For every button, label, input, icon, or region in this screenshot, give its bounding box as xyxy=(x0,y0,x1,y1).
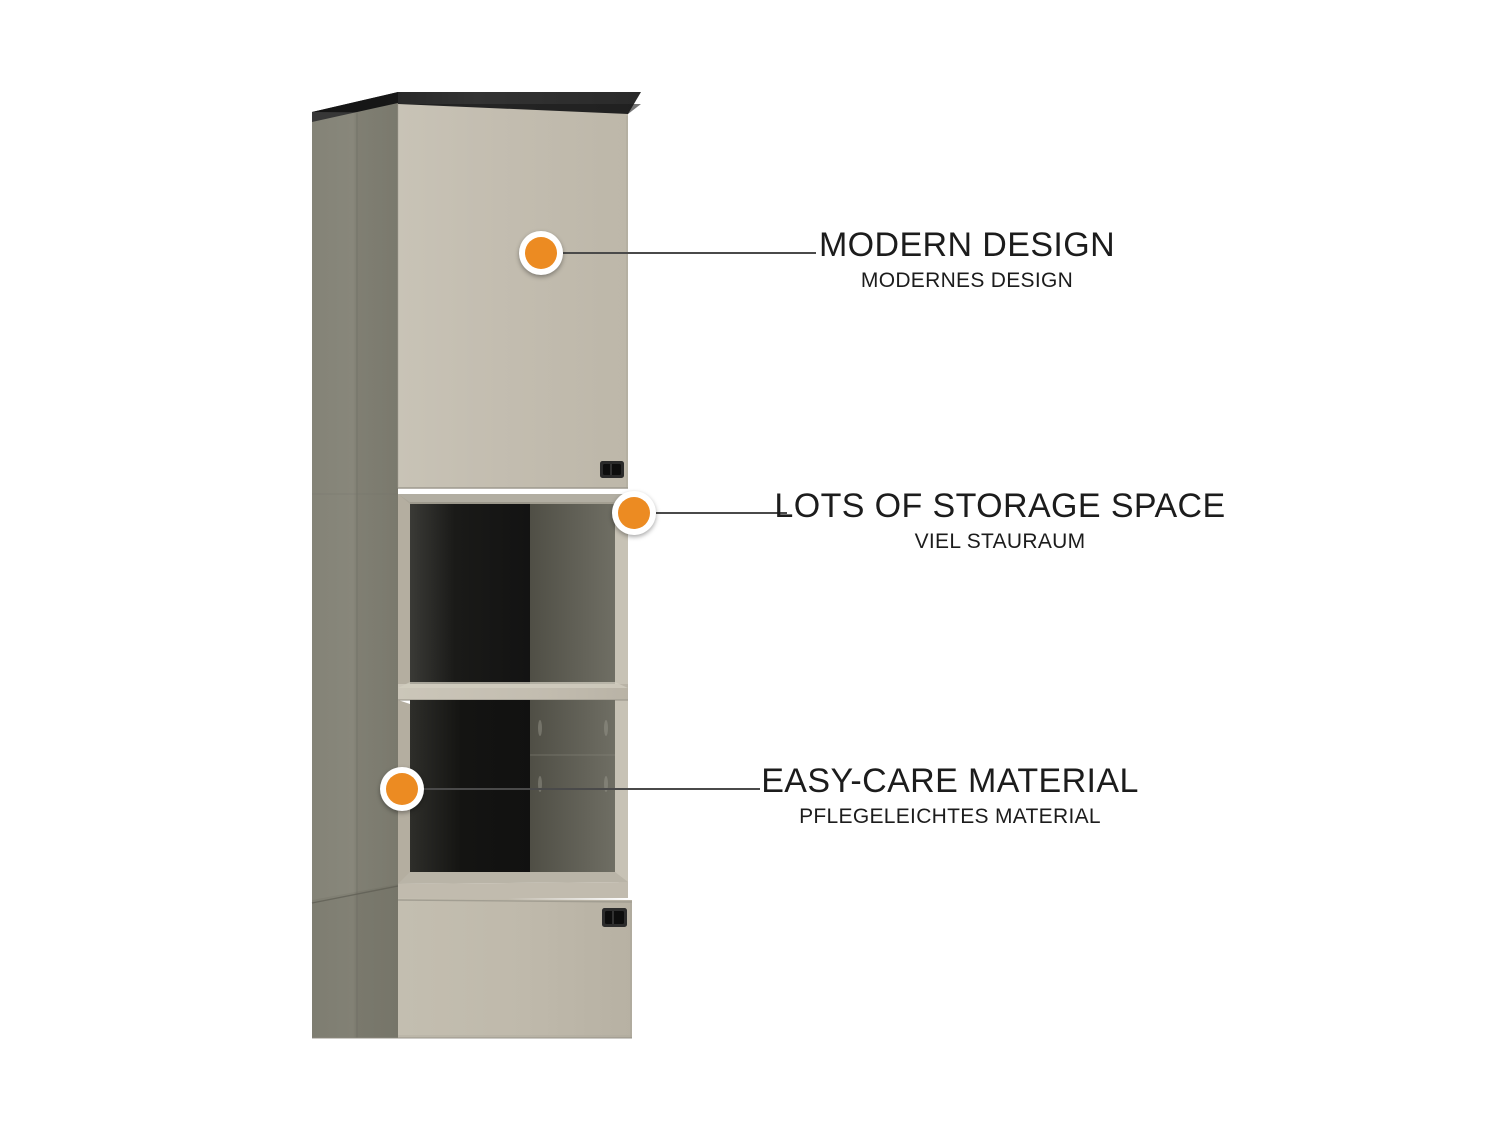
lower-door xyxy=(398,898,632,1038)
callout-title: EASY-CARE MATERIAL xyxy=(761,762,1139,800)
callout-text-easy-care-material: EASY-CARE MATERIAL PFLEGELEICHTES MATERI… xyxy=(761,761,1139,830)
upper-door xyxy=(398,104,628,488)
marker-easy-care-material[interactable] xyxy=(380,767,424,811)
compartment-left-edge-upper xyxy=(398,494,410,690)
callout-line-easy-care-material xyxy=(424,788,760,790)
callout-title: MODERN DESIGN xyxy=(818,226,1116,264)
callout-line-lots-of-storage-space xyxy=(656,512,787,514)
marker-modern-design[interactable] xyxy=(519,231,563,275)
callout-line-modern-design xyxy=(563,252,816,254)
compartment-floor xyxy=(398,872,628,884)
callout-subtitle: PFLEGELEICHTES MATERIAL xyxy=(799,805,1101,828)
callout-text-modern-design: MODERN DESIGN MODERNES DESIGN xyxy=(819,225,1115,294)
callout-subtitle: MODERNES DESIGN xyxy=(860,269,1074,292)
marker-lots-of-storage-space[interactable] xyxy=(612,491,656,535)
cabinet-side-lower xyxy=(312,884,398,1038)
cabinet-side-upper xyxy=(312,103,398,905)
marker-dot-icon xyxy=(386,773,418,805)
callout-subtitle: VIEL STAURAUM xyxy=(914,530,1086,553)
marker-dot-icon xyxy=(525,237,557,269)
lower-door-handle xyxy=(602,908,627,927)
marker-dot-icon xyxy=(618,497,650,529)
callout-text-lots-of-storage-space: LOTS OF STORAGE SPACE VIEL STAURAUM xyxy=(774,486,1225,555)
compartment-inner-wall-upper xyxy=(530,502,615,684)
callout-title: LOTS OF STORAGE SPACE xyxy=(774,487,1226,525)
upper-door-handle xyxy=(600,461,624,478)
